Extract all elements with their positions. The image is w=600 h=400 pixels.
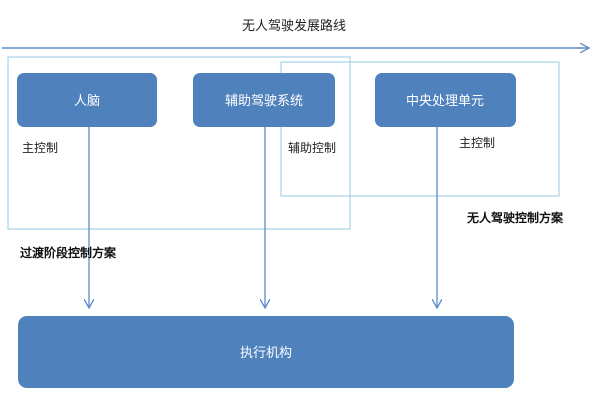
human-brain-box: [17, 73, 157, 127]
main-control-left-label: 主控制: [22, 141, 58, 155]
actuator-box: [18, 316, 514, 388]
transition-stage-frame: [7, 56, 351, 230]
cpu-label: 中央处理单元: [406, 94, 484, 109]
transition-scheme-label: 过渡阶段控制方案: [20, 245, 117, 260]
adas-label: 辅助驾驶系统: [225, 94, 303, 109]
assist-control-label: 辅助控制: [288, 141, 336, 155]
adas-box: [193, 73, 335, 127]
actuator-label: 执行机构: [240, 346, 292, 361]
driverless-stage-frame: [280, 61, 560, 197]
driverless-scheme-label: 无人驾驶控制方案: [466, 210, 564, 225]
main-control-right-label: 主控制: [459, 136, 495, 150]
diagram-title: 无人驾驶发展路线: [242, 18, 346, 34]
cpu-box: [375, 73, 516, 127]
human-brain-label: 人脑: [74, 94, 100, 109]
